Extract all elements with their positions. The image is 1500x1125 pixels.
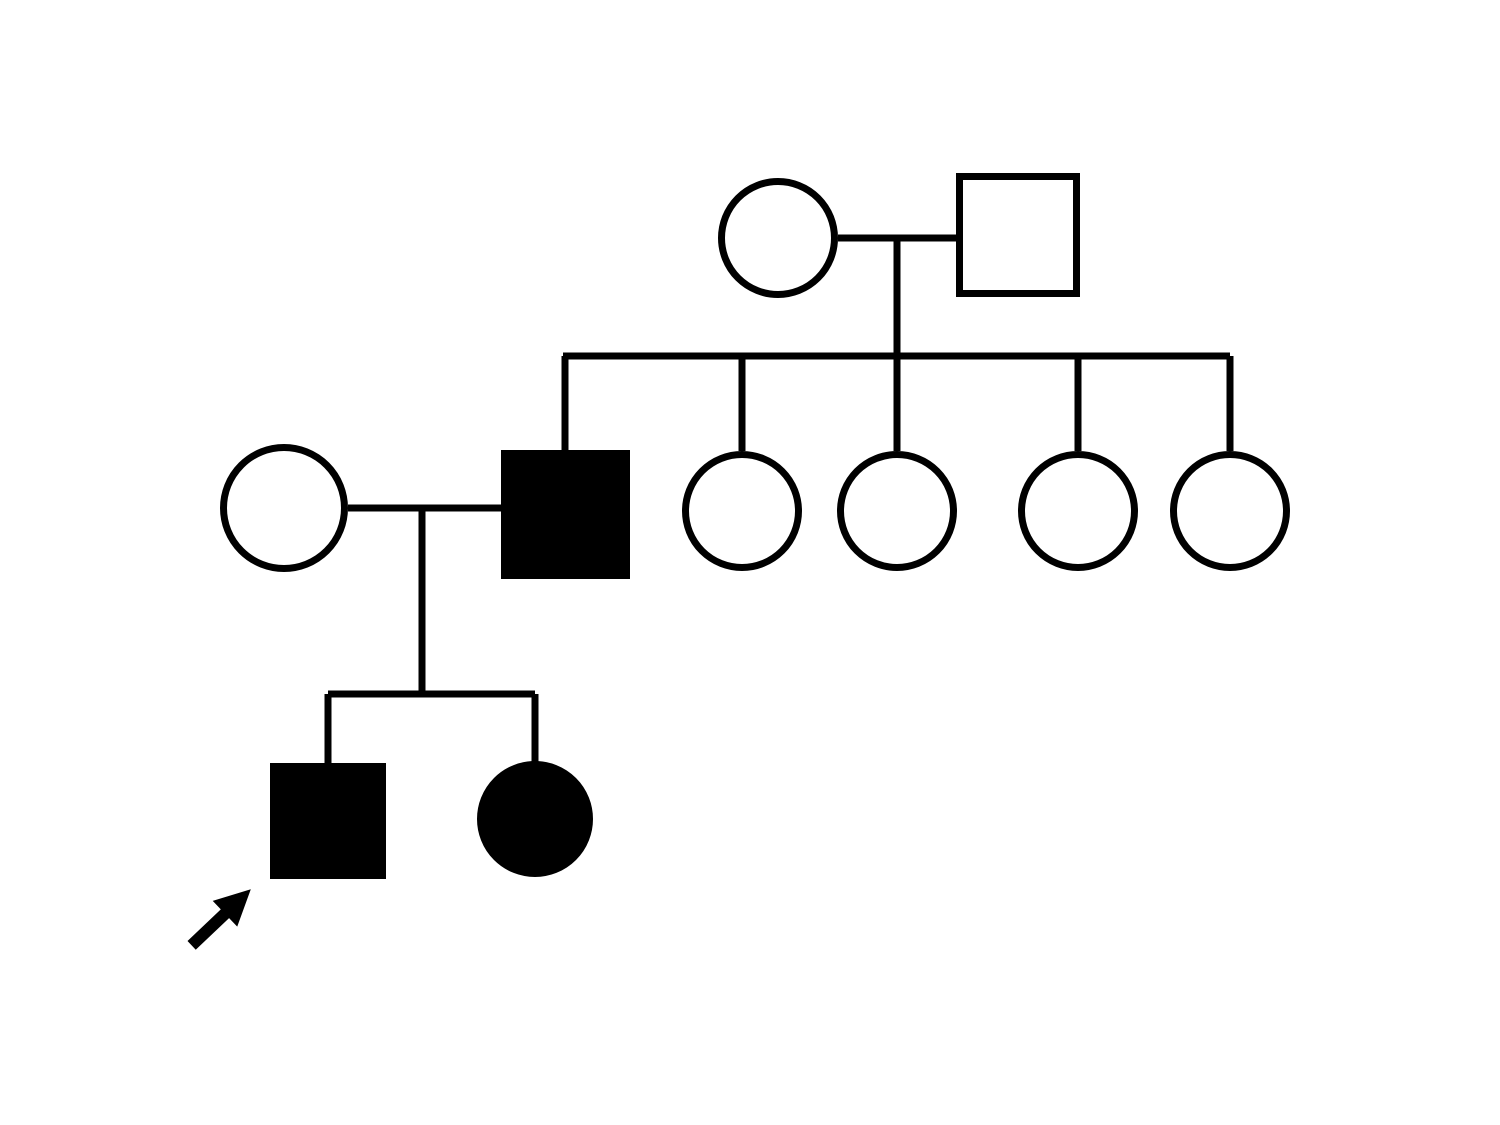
individual-I-2[interactable] <box>956 173 1080 297</box>
individual-III-2[interactable] <box>477 761 593 877</box>
sibship-group-union-2 <box>324 690 539 763</box>
individual-I-1[interactable] <box>718 178 838 298</box>
individual-II-4[interactable] <box>1018 451 1138 571</box>
individual-II-3[interactable] <box>837 451 957 571</box>
proband-arrow-icon <box>187 889 251 950</box>
generation-3-group <box>270 761 593 879</box>
individual-II-5[interactable] <box>1170 451 1290 571</box>
individual-III-1[interactable] <box>270 763 386 879</box>
generation-1-group <box>718 173 1080 356</box>
proband-arrow-group <box>187 889 251 950</box>
individual-II-2[interactable] <box>682 451 802 571</box>
generation-2-group <box>220 444 1290 694</box>
individual-II-0[interactable] <box>220 444 348 572</box>
individual-II-1[interactable] <box>501 450 630 579</box>
sibship-group-union-1 <box>561 352 1234 451</box>
